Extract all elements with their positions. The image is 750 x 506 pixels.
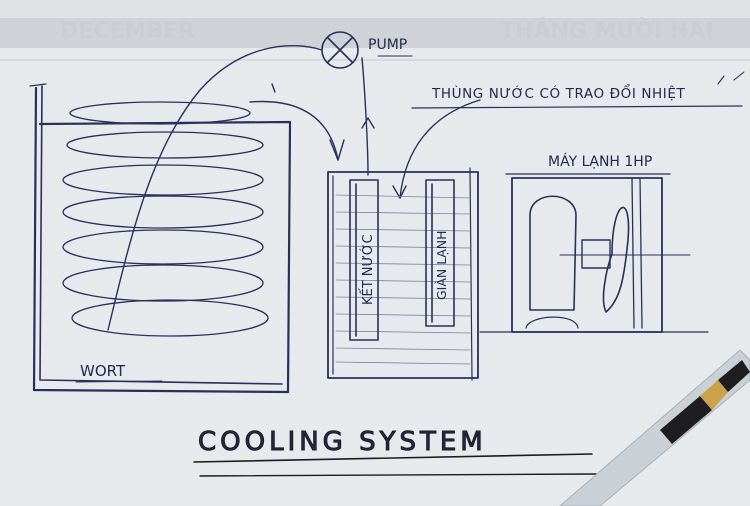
heat-exchange-reservoir <box>327 167 479 381</box>
condenser-label: KẾT NƯỚC <box>359 234 376 305</box>
cooling-coil <box>62 101 269 337</box>
evaporator-label: GIÀN LẠNH <box>434 230 449 300</box>
pump-label: PUMP <box>368 37 407 53</box>
pump-icon <box>321 31 359 69</box>
calendar-month-left: DECEMBER <box>60 19 195 44</box>
title-underline <box>193 453 593 463</box>
calendar-top-band <box>0 0 750 18</box>
evaporator-panel <box>425 179 455 327</box>
ac-unit-label: MÁY LẠNH 1HP <box>548 153 652 170</box>
calendar-month-right: THÁNG MƯỜI HAI <box>500 18 714 44</box>
wort-underline <box>75 380 163 383</box>
coolant-pipes <box>107 45 481 331</box>
reservoir-note-underline <box>411 105 743 109</box>
condenser-panel <box>349 179 379 341</box>
wort-label: WORT <box>80 362 126 380</box>
pen <box>559 349 750 506</box>
reservoir-note-tick-marks <box>717 71 745 85</box>
title-underline-2 <box>199 473 597 477</box>
diagram-title: COOLING SYSTEM <box>198 427 487 457</box>
reservoir-note: THÙNG NƯỚC CÓ TRAO ĐỔI NHIỆT <box>431 83 686 102</box>
